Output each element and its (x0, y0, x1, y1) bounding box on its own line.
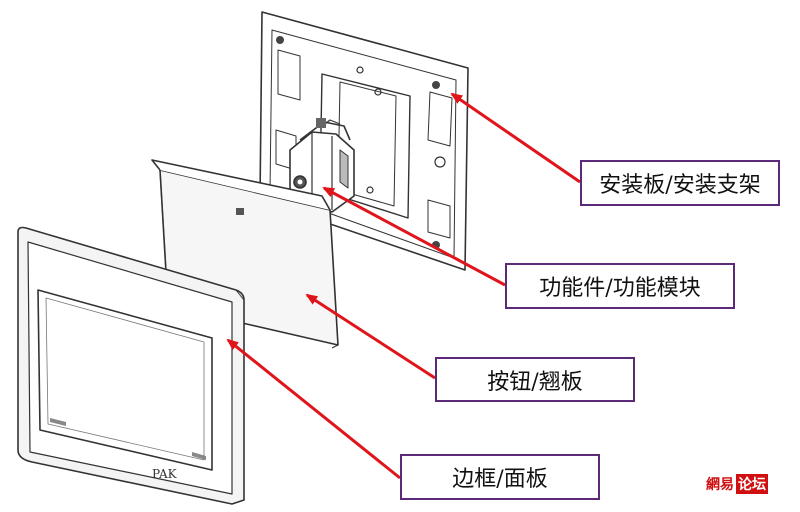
label-function-module: 功能件/功能模块 (505, 263, 735, 309)
watermark-part1: 網易 (706, 477, 734, 493)
arrow-mounting-plate (450, 92, 581, 184)
label-frame-panel: 边框/面板 (400, 454, 600, 500)
label-button-rocker: 按钮/翘板 (435, 357, 635, 402)
arrow-function-module (322, 186, 506, 287)
label-mounting-plate: 安装板/安装支架 (580, 160, 780, 206)
arrow-frame-panel (226, 338, 401, 480)
arrow-button-rocker (305, 293, 436, 380)
frame-panel (17, 226, 245, 505)
product-mark: PAK (152, 467, 177, 481)
callout-arrows (226, 92, 581, 480)
watermark-logo: 網易 论坛 (706, 474, 768, 494)
watermark-part2: 论坛 (736, 474, 768, 494)
